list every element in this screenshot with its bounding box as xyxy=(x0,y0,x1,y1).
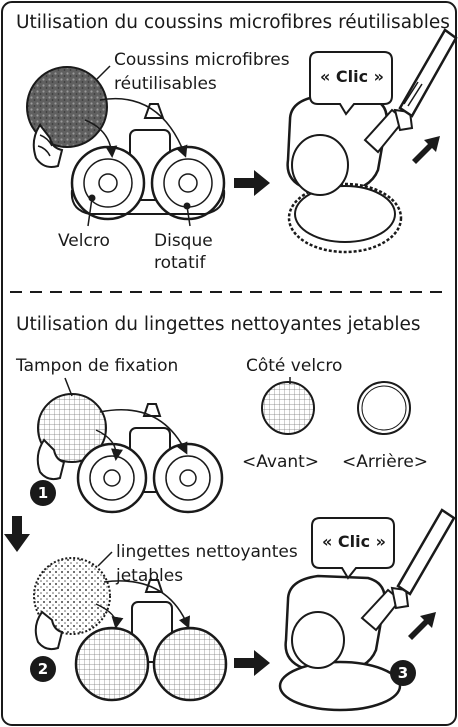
microfibre-pad-label-line1: Coussins microfibres xyxy=(114,50,290,70)
back-label: <Arrière> xyxy=(342,452,428,472)
velcro-side-label: Côté velcro xyxy=(246,356,342,376)
wipes-label-line2: jetables xyxy=(116,566,183,586)
front-label: <Avant> xyxy=(242,452,319,472)
step-1-badge: 1 xyxy=(30,480,56,506)
rotating-disc-label-line1: Disque xyxy=(154,231,213,251)
velcro-label: Velcro xyxy=(58,231,110,251)
click-label-2: « Clic » xyxy=(322,532,386,551)
section2-title: Utilisation du lingettes nettoyantes jet… xyxy=(16,314,421,336)
velcro-back-icon xyxy=(358,382,410,434)
step-2-badge: 2 xyxy=(30,656,56,682)
step-3-badge: 3 xyxy=(390,660,416,686)
section1-title: Utilisation du coussins microfibres réut… xyxy=(16,12,450,34)
rotating-disc-label-line2: rotatif xyxy=(154,253,205,273)
click-label: « Clic » xyxy=(320,67,384,86)
velcro-front-icon xyxy=(262,382,314,434)
microfibre-pad-label-line2: réutilisables xyxy=(114,74,217,94)
wipes-label-line1: lingettes nettoyantes xyxy=(116,542,298,562)
fixing-pad-label: Tampon de fixation xyxy=(16,356,178,376)
